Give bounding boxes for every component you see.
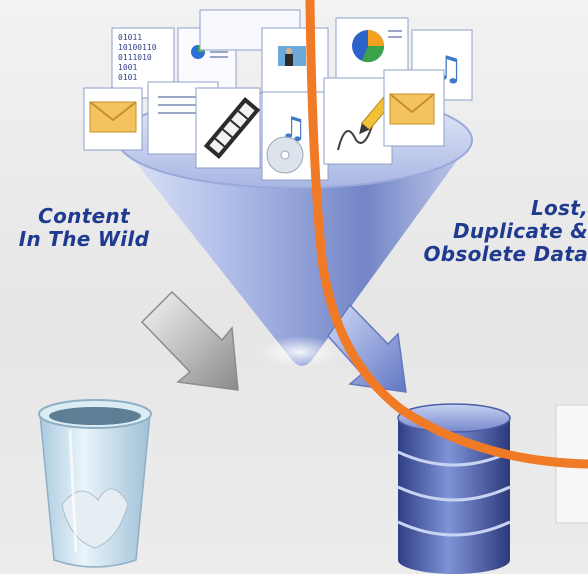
binary-text-line: 01011: [118, 33, 142, 42]
photo-doc-icon: [261, 27, 329, 101]
label-line: Obsolete Data: [423, 242, 588, 266]
database-icon: [397, 403, 511, 574]
lost-duplicate-obsolete-label: Lost, Duplicate & Obsolete Data: [405, 197, 588, 266]
trash-bin-icon: [38, 399, 152, 568]
label-line: Lost,: [530, 196, 588, 220]
separator-curve: [305, 0, 588, 469]
arrow-left-icon: [140, 290, 239, 391]
label-line: In The Wild: [18, 227, 150, 251]
binary-text-line: 1001: [118, 63, 137, 72]
email-doc-icon-right: [383, 69, 445, 147]
film-doc-icon: [195, 87, 261, 169]
content-in-the-wild-label: Content In The Wild: [4, 205, 164, 251]
label-line: Duplicate &: [452, 219, 588, 243]
label-line: Content: [38, 204, 130, 228]
binary-text-line: 0111010: [118, 53, 152, 62]
binary-text-line: 0101: [118, 73, 137, 82]
email-doc-icon: [83, 87, 143, 151]
binary-text-line: 10100110: [118, 43, 157, 52]
